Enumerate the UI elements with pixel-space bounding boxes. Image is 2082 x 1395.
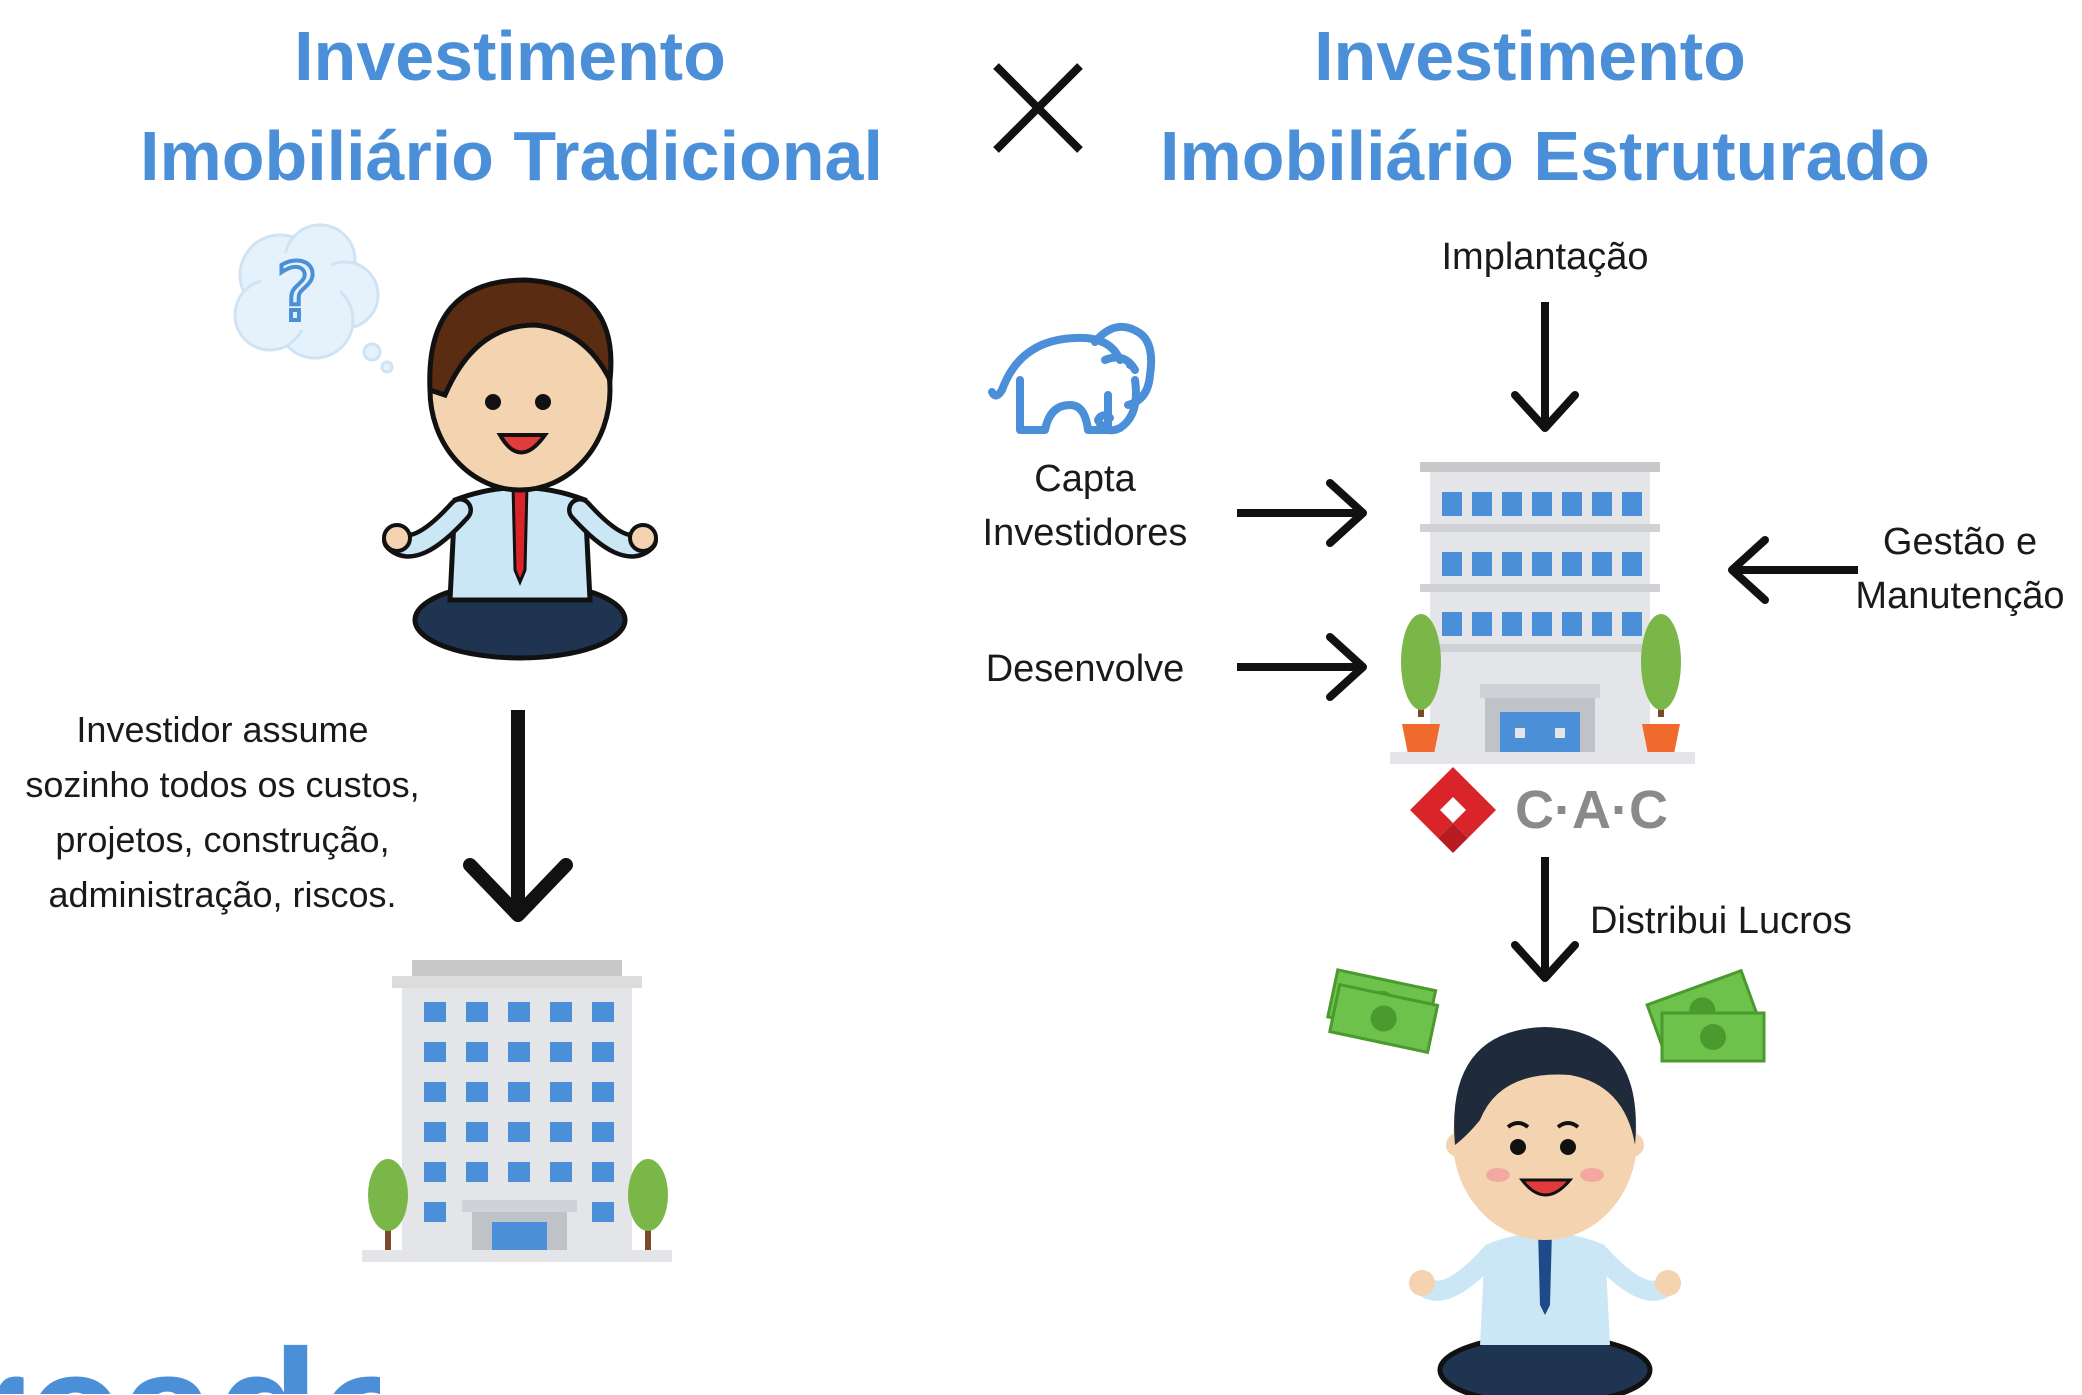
label-gestao-line: Gestão e bbox=[1882, 521, 2038, 563]
left-description-line: sozinho todos os custos, bbox=[25, 764, 420, 805]
left-description-line: projetos, construção, bbox=[55, 819, 390, 860]
arrow-right-capta bbox=[1237, 479, 1367, 547]
left-description: Investidor assume sozinho todos os custo… bbox=[0, 702, 445, 922]
right-title-line2: Imobiliário Estruturado bbox=[1160, 117, 1931, 195]
svg-text:?: ? bbox=[276, 246, 318, 339]
money-icon bbox=[1326, 968, 1440, 1055]
label-distribui: Distribui Lucros bbox=[1590, 900, 1852, 942]
label-capta-line: Capta bbox=[1034, 458, 1136, 500]
left-description-line: Investidor assume bbox=[76, 709, 369, 750]
money-icon bbox=[1645, 968, 1766, 1063]
left-title-line1: Investimento bbox=[294, 17, 726, 95]
label-implantacao: Implantação bbox=[1441, 236, 1649, 278]
cac-logo-text: C·A·C bbox=[1515, 780, 1668, 840]
left-title-line2: Imobiliário Tradicional bbox=[140, 117, 883, 195]
label-gestao: Gestão e Manutenção bbox=[1850, 515, 2070, 623]
versus-symbol bbox=[990, 60, 1090, 160]
right-title-line1: Investimento bbox=[1314, 17, 1746, 95]
investor-right-figure bbox=[1409, 1027, 1681, 1395]
cac-logo-icon bbox=[1410, 767, 1496, 853]
versus-x-icon bbox=[993, 63, 1083, 153]
background-word-fragment: rcado bbox=[0, 1325, 380, 1394]
arrow-right-desenvolve bbox=[1237, 633, 1367, 701]
investor-left-figure bbox=[382, 277, 658, 661]
left-building-icon bbox=[362, 960, 672, 1262]
arrow-down-implantacao bbox=[1511, 302, 1579, 432]
left-description-line: administração, riscos. bbox=[48, 874, 397, 915]
label-desenvolve: Desenvolve bbox=[985, 648, 1185, 690]
right-building-icon bbox=[1390, 462, 1695, 764]
arrow-left-gestao bbox=[1728, 536, 1858, 604]
left-down-arrow bbox=[463, 710, 573, 922]
label-capta: Capta Investidores bbox=[935, 452, 1235, 560]
thought-bubble-question-icon: ? bbox=[233, 223, 394, 374]
elephant-icon bbox=[988, 322, 1156, 435]
label-gestao-line: Manutenção bbox=[1855, 575, 2065, 617]
label-capta-line: Investidores bbox=[982, 512, 1188, 554]
arrow-down-distribui bbox=[1511, 857, 1579, 982]
